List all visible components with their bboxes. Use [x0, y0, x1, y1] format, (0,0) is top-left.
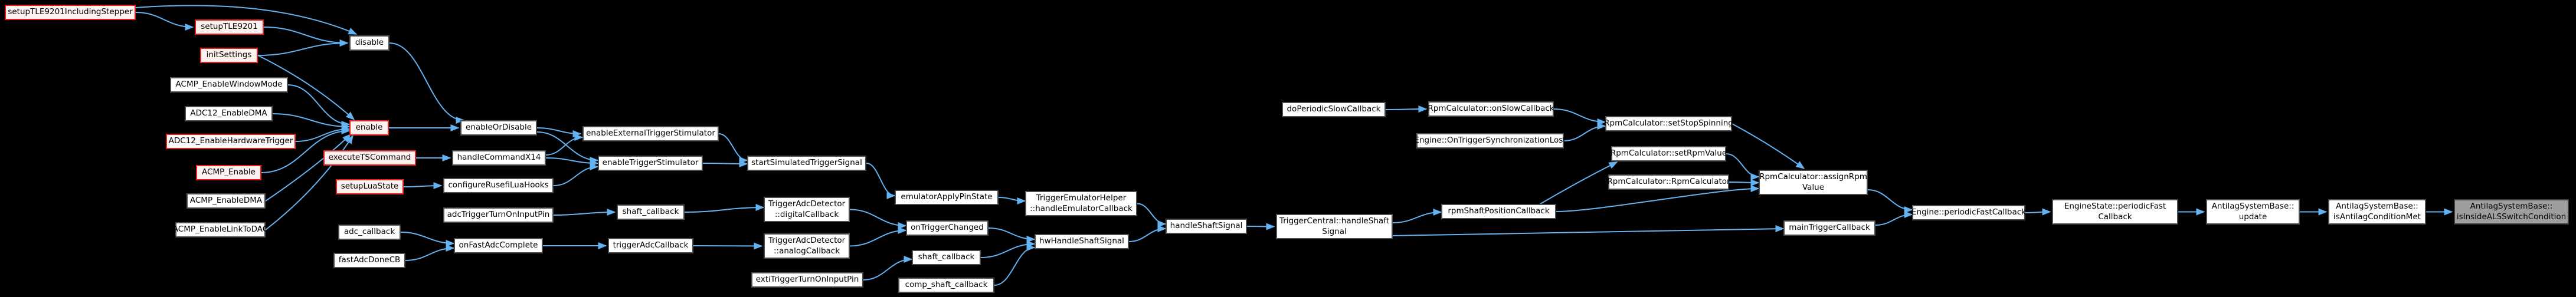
- call-edge-n40-n42: [1540, 161, 1618, 204]
- graph-node-setuptle9201[interactable]: setupTLE9201: [195, 19, 264, 35]
- graph-node-handleshaftsignal[interactable]: handleShaftSignal: [1166, 219, 1247, 234]
- graph-node-initsettings[interactable]: initSettings: [200, 48, 258, 63]
- graph-node-comp-shaft-callback[interactable]: comp_shaft_callback: [898, 278, 994, 293]
- graph-node-fastadcdonecb[interactable]: fastAdcDoneCB: [333, 253, 405, 268]
- graph-node-adctriggerturnoninputpin[interactable]: adcTriggerTurnOnInputPin: [443, 207, 554, 223]
- graph-node-configurerusefiluahooks[interactable]: configureRusefiLuaHooks: [443, 178, 554, 193]
- call-edge-n41-n44: [1731, 123, 1805, 169]
- call-edge-n36-n40: [1392, 209, 1442, 223]
- call-edge-n21-n25: [718, 133, 748, 164]
- call-edge-n5-n11: [272, 113, 351, 130]
- call-edge-n45-n46: [1875, 211, 1913, 226]
- call-edge-n1-n2: [135, 12, 194, 31]
- graph-node-triggeremulatorhelper-handleemulatorcallback[interactable]: TriggerEmulatorHelper ::handleEmulatorCa…: [1025, 191, 1137, 216]
- call-edge-n19-n23: [553, 209, 616, 216]
- graph-node-acmp-enablewindowmode[interactable]: ACMP_EnableWindowMode: [170, 77, 288, 93]
- graph-node-enginestate-periodicfast-callback[interactable]: EngineState::periodicFast Callback: [2052, 199, 2178, 225]
- graph-node-executetscommand[interactable]: executeTSCommand: [323, 150, 416, 166]
- call-edge-n23-n26: [684, 204, 765, 213]
- graph-node-enable[interactable]: enable: [349, 120, 389, 136]
- call-edge-n16-n21: [536, 127, 582, 137]
- graph-node-extitriggerturnoninputpin[interactable]: extiTriggerTurnOnInputPin: [751, 272, 863, 288]
- graph-node-doperiodicslowcallback[interactable]: doPeriodicSlowCallback: [1282, 102, 1386, 117]
- graph-node-engine-ontriggersynchronizationlost[interactable]: Engine::OnTriggerSynchronizationLost: [1414, 133, 1566, 148]
- call-edge-n14-n20: [400, 232, 455, 247]
- graph-node-handlecommandx14[interactable]: handleCommandX14: [452, 150, 546, 166]
- graph-node-engine-periodicfastcallback[interactable]: Engine::periodicFastCallback: [1911, 205, 2026, 220]
- graph-node-rpmcalculator-setrpmvalue[interactable]: RpmCalculator::setRpmValue: [1611, 146, 1727, 161]
- call-edge-n38-n41: [1553, 108, 1606, 126]
- graph-node-enableexternaltriggerstimulator[interactable]: enableExternalTriggerStimulator: [582, 126, 719, 141]
- graph-node-adc12-enabledma[interactable]: ADC12_EnableDMA: [185, 106, 273, 121]
- call-edge-n30-n34: [988, 227, 1036, 243]
- call-edge-n16-n22: [536, 131, 599, 164]
- call-edge-n1-n10: [135, 5, 358, 35]
- call-edge-n35-n36: [1246, 223, 1275, 230]
- graph-node-acmp-enablelinktodac[interactable]: ACMP_EnableLinkToDAC: [173, 222, 268, 237]
- graph-node-maintriggercallback[interactable]: mainTriggerCallback: [1783, 220, 1875, 236]
- call-edge-n10-n16: [389, 42, 465, 124]
- graph-node-shaft-callback[interactable]: shaft_callback: [617, 204, 685, 220]
- call-edge-n17-n22: [545, 157, 599, 167]
- graph-node-triggeradcdetector-analogcallback[interactable]: TriggerAdcDetector ::analogCallback: [764, 233, 850, 259]
- call-edge-n34-n35: [1128, 225, 1167, 242]
- call-edge-n25-n29: [866, 163, 896, 199]
- call-edge-n28-n31: [863, 256, 913, 280]
- graph-node-antilagsystembase-isantilagconditionmet[interactable]: AntilagSystemBase:: isAntilagConditionMe…: [2328, 199, 2426, 225]
- call-edge-n33-n35: [1137, 203, 1167, 227]
- graph-node-emulatorapplypinstate[interactable]: emulatorApplyPinState: [895, 190, 999, 205]
- graph-node-startsimulatedtriggersignal[interactable]: startSimulatedTriggerSignal: [747, 156, 866, 171]
- graph-node-ontriggerchanged[interactable]: onTriggerChanged: [906, 220, 988, 236]
- graph-node-disable[interactable]: disable: [349, 35, 389, 51]
- graph-node-rpmshaftpositioncallback[interactable]: rpmShaftPositionCallback: [1441, 204, 1556, 219]
- call-edge-n43-n44: [1729, 179, 1760, 186]
- call-edge-n4-n11: [287, 84, 351, 128]
- graph-node-antilagsystembase-isinsidealsswitchcondition[interactable]: AntilagSystemBase:: isInsideALSSwitchCon…: [2454, 199, 2569, 225]
- graph-node-adc-callback[interactable]: adc_callback: [338, 225, 401, 240]
- call-edge-n8-n11: [265, 133, 352, 202]
- call-edge-n15-n20: [405, 245, 455, 261]
- call-edge-n26-n30: [849, 209, 907, 229]
- graph-node-setupluastate[interactable]: setupLuaState: [336, 179, 404, 194]
- graph-node-rpmcalculator-setstopspinning[interactable]: RpmCalculator::setStopSpinning: [1604, 116, 1733, 131]
- graph-node-triggercentral-handleshaft-signal[interactable]: TriggerCentral::handleShaft Signal: [1276, 214, 1393, 239]
- graph-node-rpmcalculator-rpmcalculator[interactable]: RpmCalculator::RpmCalculator: [1607, 174, 1730, 190]
- call-edge-n13-n18: [403, 182, 443, 190]
- graph-node-triggeradccallback[interactable]: triggerAdcCallback: [608, 238, 693, 253]
- call-edge-n9-n11: [265, 134, 353, 230]
- graph-node-antilagsystembase-update[interactable]: AntilagSystemBase:: update: [2206, 199, 2300, 225]
- graph-node-rpmcalculator-assignrpm-value[interactable]: RpmCalculator::assignRpm Value: [1759, 170, 1868, 195]
- graph-node-acmp-enabledma[interactable]: ACMP_EnableDMA: [186, 193, 266, 209]
- call-edge-n32-n34: [994, 244, 1036, 286]
- call-edge-n46-n47: [2025, 208, 2051, 216]
- call-edge-n40-n44: [1556, 185, 1760, 212]
- graph-node-onfastadccomplete[interactable]: onFastAdcComplete: [454, 238, 543, 253]
- graph-node-enabletriggerstimulator[interactable]: enableTriggerStimulator: [598, 156, 703, 171]
- call-edge-n7-n11: [261, 127, 351, 173]
- graph-node-enableordisable[interactable]: enableOrDisable: [460, 120, 537, 136]
- graph-node-adc12-enablehardwaretrigger[interactable]: ADC12_EnableHardwareTrigger: [166, 134, 296, 149]
- graph-node-rpmcalculator-onslowcallback[interactable]: RpmCalculator::onSlowCallback: [1428, 101, 1554, 117]
- call-edge-n44-n46: [1867, 189, 1913, 213]
- graph-node-acmp-enable[interactable]: ACMP_Enable: [196, 165, 261, 180]
- graph-node-setuptle9201includingstepper[interactable]: setupTLE9201IncludingStepper: [5, 5, 136, 20]
- call-edge-n27-n30: [849, 227, 907, 247]
- call-edge-n36-n45: [1392, 225, 1785, 236]
- graph-node-triggeradcdetector-digitalcallback[interactable]: TriggerAdcDetector ::digitalCallback: [764, 197, 850, 222]
- call-edge-n18-n22: [553, 163, 599, 186]
- call-edge-n42-n44: [1726, 153, 1760, 180]
- call-edge-n3-n11: [257, 55, 355, 121]
- call-edge-n3-n10: [257, 39, 349, 56]
- graph-node-hwhandleshaftsignal[interactable]: hwHandleShaftSignal: [1035, 234, 1129, 249]
- call-edge-n17-n21: [545, 134, 584, 156]
- call-edge-n22-n25: [702, 160, 748, 167]
- call-edge-n39-n41: [1563, 123, 1606, 141]
- graph-node-shaft-callback[interactable]: shaft_callback: [912, 250, 981, 265]
- call-edge-n2-n10: [263, 27, 349, 47]
- call-edge-n37-n38: [1385, 105, 1428, 113]
- call-edge-n29-n33: [998, 197, 1026, 204]
